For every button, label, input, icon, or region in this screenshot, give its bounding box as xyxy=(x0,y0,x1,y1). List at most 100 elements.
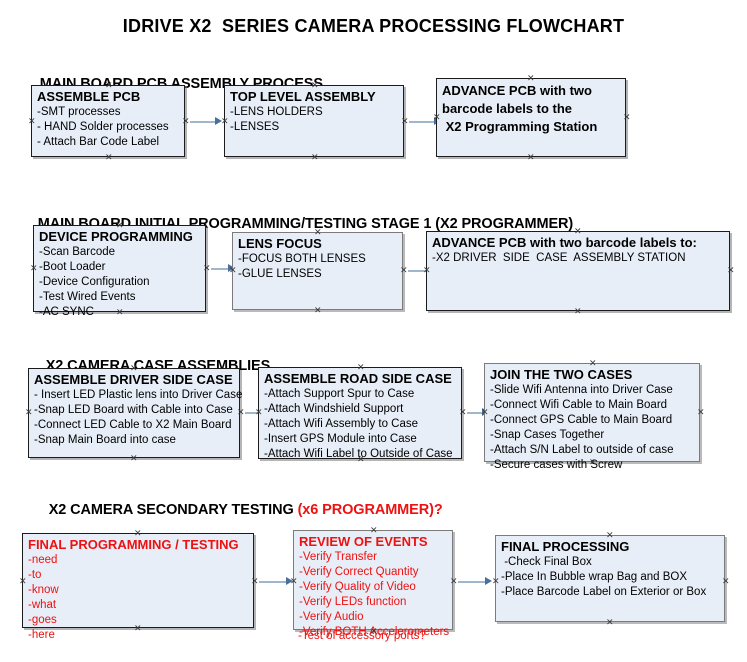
connector-handle-left[interactable] xyxy=(423,267,430,274)
connector-arrow xyxy=(259,577,293,586)
flow-box-assemble-driver-side-case[interactable]: ASSEMBLE DRIVER SIDE CASE - Insert LED P… xyxy=(28,368,242,458)
connector-handle-right[interactable] xyxy=(182,118,189,125)
flow-box-line: -Snap Main Board into case xyxy=(34,434,176,446)
connector-handle-right[interactable] xyxy=(251,578,258,585)
flow-box-device-programming[interactable]: DEVICE PROGRAMMING -Scan Barcode -Boot L… xyxy=(33,225,206,318)
flow-box-line: -SMT processes xyxy=(37,106,121,118)
flow-box-line: -Verify Audio xyxy=(299,611,364,623)
flow-box-title: JOIN THE TWO CASES xyxy=(490,367,633,382)
page-title: IDRIVE X2 SERIES CAMERA PROCESSING FLOWC… xyxy=(122,16,625,36)
resize-handle-bottom[interactable] xyxy=(314,307,321,314)
flow-box-body: ASSEMBLE ROAD SIDE CASE -Attach Support … xyxy=(264,371,459,462)
flow-box-line: -Snap LED Board with Cable into Case xyxy=(34,404,233,416)
resize-handle-bottom[interactable] xyxy=(589,459,596,466)
flow-box-title: ADVANCE PCB with two barcode labels to: xyxy=(432,235,697,250)
flow-box-line: -X2 DRIVER SIDE CASE ASSEMBLY STATION xyxy=(432,252,686,264)
connector-handle-right[interactable] xyxy=(623,114,630,121)
resize-handle-top[interactable] xyxy=(311,82,318,89)
flow-box-body: JOIN THE TWO CASES -Slide Wifi Antenna i… xyxy=(490,367,697,473)
resize-handle-bottom[interactable] xyxy=(130,455,137,462)
flow-box-top-level-assembly[interactable]: TOP LEVEL ASSEMBLY -LENS HOLDERS -LENSES xyxy=(224,85,404,157)
connector-handle-right[interactable] xyxy=(237,409,244,416)
flow-box-line: -LENS HOLDERS xyxy=(230,106,323,118)
resize-handle-bottom[interactable] xyxy=(311,154,318,161)
resize-handle-bottom[interactable] xyxy=(527,154,534,161)
flow-box-line: -Attach Support Spur to Case xyxy=(264,388,415,400)
flow-box-assemble-pcb[interactable]: ASSEMBLE PCB -SMT processes - HAND Solde… xyxy=(31,85,185,157)
flow-box-line: -AC SYNC xyxy=(39,306,94,318)
connector-handle-right[interactable] xyxy=(722,578,729,585)
flow-box-final-programming-testing[interactable]: FINAL PROGRAMMING / TESTING -need -to -k… xyxy=(22,533,254,641)
arrow-shaft xyxy=(259,581,287,583)
connector-handle-left[interactable] xyxy=(433,114,440,121)
resize-handle-top[interactable] xyxy=(574,228,581,235)
connector-handle-left[interactable] xyxy=(492,578,499,585)
flow-box-join-the-two-cases[interactable]: JOIN THE TWO CASES -Slide Wifi Antenna i… xyxy=(484,363,700,471)
resize-handle-top[interactable] xyxy=(357,364,364,371)
connector-handle-left[interactable] xyxy=(28,118,35,125)
resize-handle-bottom[interactable] xyxy=(574,308,581,315)
resize-handle-bottom[interactable] xyxy=(105,154,112,161)
resize-handle-top[interactable] xyxy=(606,532,613,539)
flow-box-title: ASSEMBLE DRIVER SIDE CASE xyxy=(34,372,233,387)
resize-handle-top[interactable] xyxy=(527,75,534,82)
flow-box-body: FINAL PROGRAMMING / TESTING -need -to -k… xyxy=(28,537,251,643)
connector-handle-right[interactable] xyxy=(459,409,466,416)
flow-box-body: ADVANCE PCB with two barcode labels to: … xyxy=(432,235,727,266)
connector-handle-right[interactable] xyxy=(400,267,407,274)
resize-handle-top[interactable] xyxy=(134,530,141,537)
connector-handle-left[interactable] xyxy=(19,578,26,585)
connector-handle-right[interactable] xyxy=(697,409,704,416)
arrow-shaft xyxy=(245,412,263,414)
resize-handle-bottom[interactable] xyxy=(134,625,141,632)
flow-box-line: - HAND Solder processes xyxy=(37,121,169,133)
connector-handle-left[interactable] xyxy=(255,409,262,416)
flow-box-line: -Verify Transfer xyxy=(299,551,377,563)
flow-box-title: ASSEMBLE ROAD SIDE CASE xyxy=(264,371,452,386)
connector-handle-right[interactable] xyxy=(727,267,734,274)
flow-box-review-of-events[interactable]: REVIEW OF EVENTS -Verify Transfer -Verif… xyxy=(293,530,453,638)
resize-handle-top[interactable] xyxy=(370,527,377,534)
connector-handle-left[interactable] xyxy=(481,409,488,416)
flow-box-body: FINAL PROCESSING -Check Final Box -Place… xyxy=(501,539,722,600)
connector-handle-right[interactable] xyxy=(203,265,210,272)
connector-handle-left[interactable] xyxy=(30,265,37,272)
arrow-shaft xyxy=(409,121,435,123)
resize-handle-top[interactable] xyxy=(105,82,112,89)
flow-box-line: -Secure cases with Screw xyxy=(490,459,623,471)
resize-handle-top[interactable] xyxy=(116,222,123,229)
resize-handle-bottom[interactable] xyxy=(370,628,377,635)
flow-box-body: ASSEMBLE DRIVER SIDE CASE - Insert LED P… xyxy=(34,372,242,448)
resize-handle-top[interactable] xyxy=(130,365,137,372)
flow-box-line: -Connect Wifi Cable to Main Board xyxy=(490,399,668,411)
arrow-shaft xyxy=(190,121,216,123)
connector-handle-right[interactable] xyxy=(450,578,457,585)
connector-handle-right[interactable] xyxy=(401,118,408,125)
flow-box-title: FINAL PROGRAMMING / TESTING xyxy=(28,537,239,552)
resize-handle-bottom[interactable] xyxy=(606,619,613,626)
resize-handle-top[interactable] xyxy=(314,229,321,236)
flow-box-line: -Verify BOTH Accelerometers xyxy=(299,626,450,638)
flow-box-body: REVIEW OF EVENTS -Verify Transfer -Verif… xyxy=(299,534,450,640)
flow-box-assemble-road-side-case[interactable]: ASSEMBLE ROAD SIDE CASE -Attach Support … xyxy=(258,367,462,462)
resize-handle-bottom[interactable] xyxy=(116,309,123,316)
flow-box-title: DEVICE PROGRAMMING xyxy=(39,229,193,244)
flow-box-line: -Place Barcode Label on Exterior or Box xyxy=(501,586,707,598)
flow-box-line: -Slide Wifi Antenna into Driver Case xyxy=(490,384,673,396)
flow-box-lens-focus[interactable]: LENS FOCUS -FOCUS BOTH LENSES -GLUE LENS… xyxy=(232,232,403,310)
connector-handle-left[interactable] xyxy=(25,409,32,416)
connector-handle-left[interactable] xyxy=(229,267,236,274)
resize-handle-bottom[interactable] xyxy=(357,456,364,463)
flow-box-advance-pcb-2[interactable]: ADVANCE PCB with two barcode labels to: … xyxy=(426,231,730,311)
flow-box-advance-pcb-1[interactable]: ADVANCE PCB with two barcode labels to t… xyxy=(436,78,626,157)
connector-handle-left[interactable] xyxy=(290,578,297,585)
resize-handle-top[interactable] xyxy=(589,360,596,367)
arrow-shaft xyxy=(211,268,229,270)
arrow-shaft xyxy=(467,412,483,414)
connector-handle-left[interactable] xyxy=(221,118,228,125)
flow-box-body: ASSEMBLE PCB -SMT processes - HAND Solde… xyxy=(37,89,182,150)
flow-box-line: -Verify Quality of Video xyxy=(299,581,416,593)
flow-box-final-processing[interactable]: FINAL PROCESSING -Check Final Box -Place… xyxy=(495,535,725,622)
section-header-4-text: X2 CAMERA SECONDARY TESTING xyxy=(48,502,298,518)
